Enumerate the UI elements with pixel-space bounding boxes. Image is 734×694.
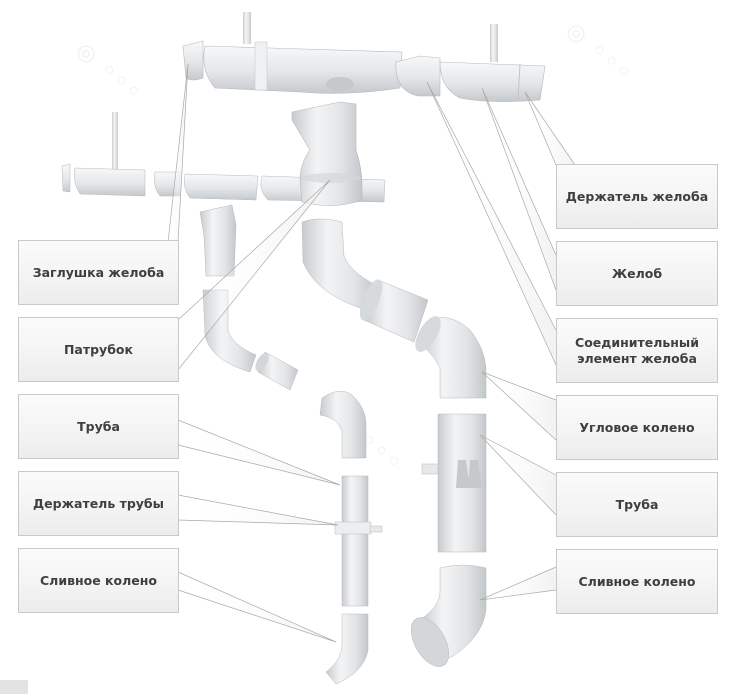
callout-gutter-end-cap [167,63,189,243]
gutter-hanger-rod [243,12,251,44]
gutter-hanger-rod [490,24,498,62]
label-text: Держатель желоба [565,188,709,204]
pipe-opening [255,352,269,372]
label-outlet: Патрубок [18,317,179,382]
callout-gutter-holder [524,91,576,166]
label-pipe-left: Труба [18,394,179,459]
gutter-outlet-hole [326,77,354,91]
label-gutter-connector: Соединительный элемент желоба [556,318,718,383]
middle-gutter-assembly [61,101,386,277]
callout-drain-elbow-left [177,571,337,643]
label-text: Сливное колено [578,573,696,589]
label-corner-elbow: Угловое колено [556,395,718,460]
label-drain-elbow-right: Сливное колено [556,549,718,614]
label-text: Патрубок [63,341,134,357]
pipe-holder-clip [468,460,482,488]
callout-gutter-connector [426,81,557,366]
gutter-part [73,167,146,197]
outlet-rim [301,173,361,183]
label-text: Сливное колено [40,572,157,588]
pipe-opening [415,316,441,352]
callout-corner-elbow [481,371,557,441]
label-text: Держатель трубы [33,495,164,511]
elbow-part [319,390,367,459]
label-drain-elbow-left: Сливное колено [18,548,179,613]
gutter-hanger-rod [112,112,118,174]
callout-gutter [481,87,557,291]
elbow-part [301,218,377,309]
gutter-end-cap-part [61,163,71,193]
corner-elbow-part [419,317,487,399]
label-text: Соединительный элемент желоба [575,334,699,366]
gutter-part [203,45,403,94]
label-gutter-end-cap: Заглушка желоба [18,240,179,305]
gutter-connector-part [395,55,441,97]
pipe-opening [359,279,383,321]
gutter-part [183,173,259,201]
gutter-holder-part [254,41,268,91]
callout-pipe-right [479,434,557,516]
pipe-holder-clip [456,460,470,488]
label-text: Желоб [611,265,663,281]
pipe-part [341,475,369,607]
callout-pipe-holder [177,494,339,526]
callout-drain-elbow-right [479,566,557,601]
pipe-holder-tab [369,525,383,533]
label-text: Труба [77,418,120,434]
top-gutter-assembly [182,12,546,102]
label-pipe-holder: Держатель трубы [18,471,179,536]
label-text: Заглушка желоба [32,264,165,280]
label-text: Труба [615,496,659,512]
gutter-part [439,61,546,102]
gutter-seam [517,63,521,101]
corner-marker [0,680,28,694]
label-pipe-right: Труба [556,472,718,537]
drain-elbow-part [325,613,369,685]
outlet-part [291,101,363,206]
callout-outlet [177,179,331,371]
right-downpipe [301,218,487,667]
callout-pipe-left [177,419,341,486]
pipe-holder-part [334,521,372,535]
drain-opening [411,617,449,667]
gutter-end-cap-part [182,40,204,81]
label-gutter: Желоб [556,241,718,306]
label-text: Угловое колено [579,419,695,435]
pipe-holder-tab [421,463,439,475]
label-gutter-holder: Держатель желоба [556,164,718,229]
outlet-part-small [199,204,237,277]
callout-lines [167,63,576,643]
